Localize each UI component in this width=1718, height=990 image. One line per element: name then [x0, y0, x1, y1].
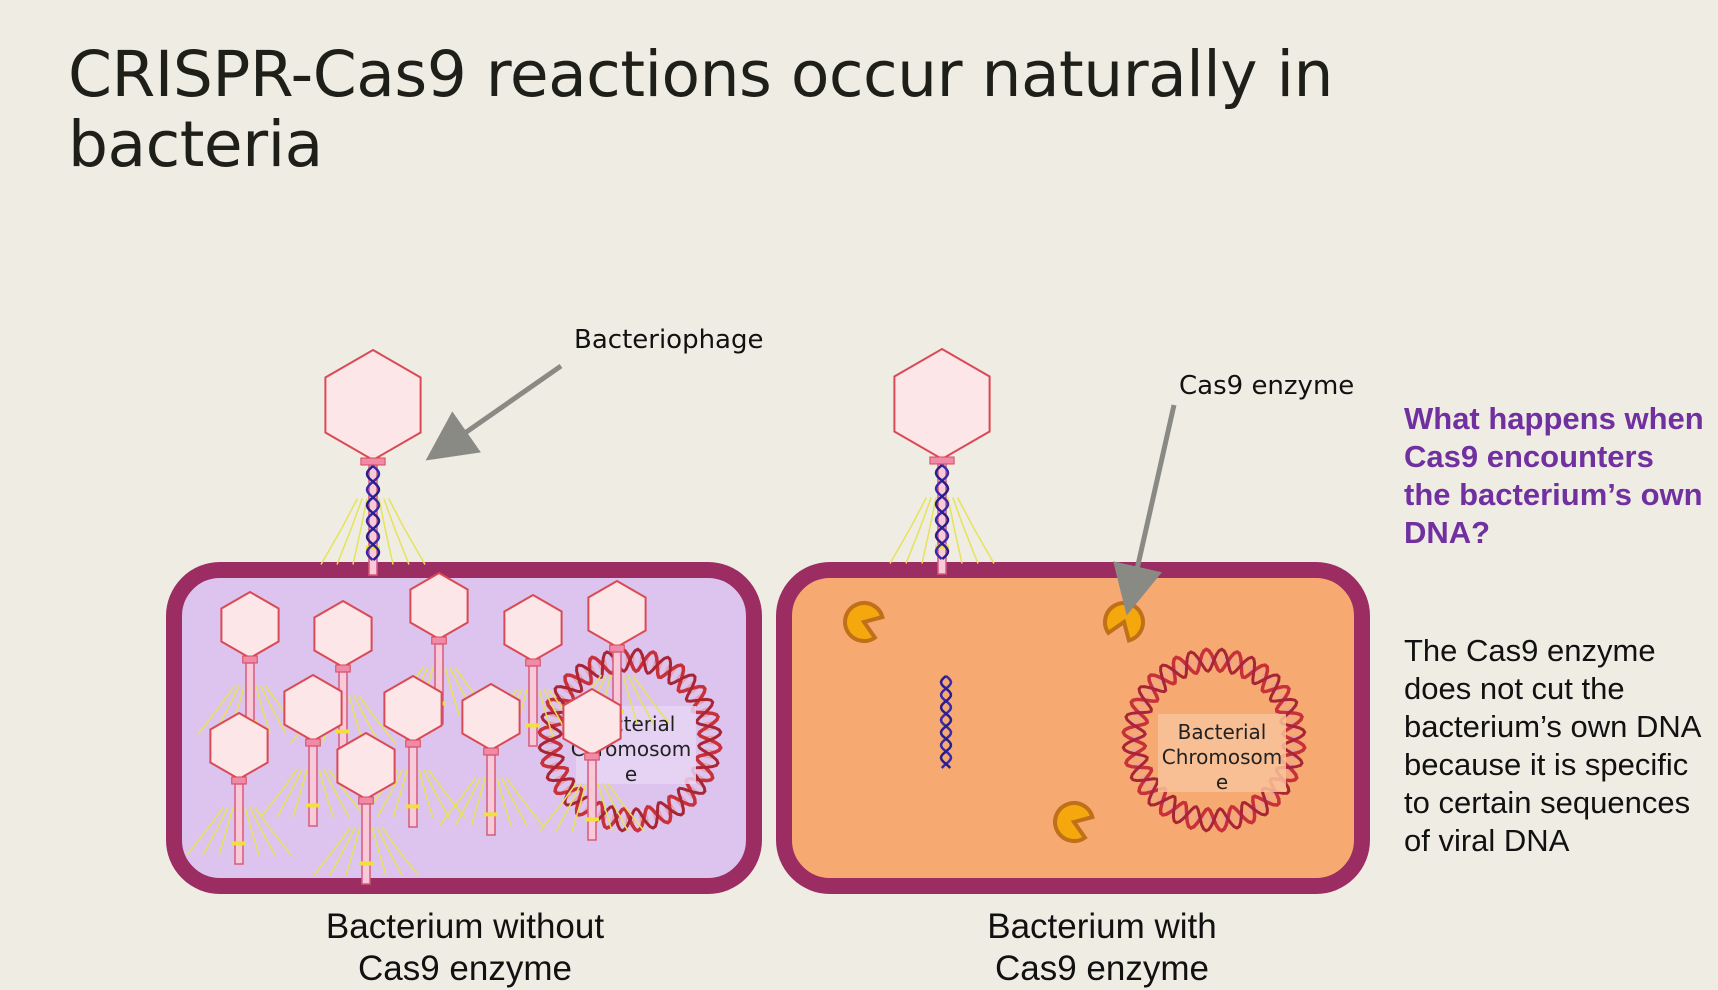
bacteriophage: [260, 673, 366, 827]
bacterium-with-cas9-cell: [776, 562, 1370, 894]
bacterial-chromosome-right: [1121, 647, 1307, 833]
chromosome-label-line3: e: [625, 762, 637, 786]
bacterial-chromosome-left: [537, 647, 723, 833]
bacteriophage: [197, 590, 303, 744]
viral-dna-fragment: [939, 675, 953, 769]
bacteriophage-label: Bacteriophage: [574, 325, 764, 355]
bacteriophage: [360, 674, 466, 828]
bacteriophage: [889, 347, 995, 575]
chromosome-label-line2: Chromosom: [1162, 745, 1283, 769]
cas9-pointer-arrow: [1113, 404, 1177, 616]
bacteriophage: [539, 687, 645, 841]
bacteriophage: [320, 348, 426, 576]
bacteriophage-pointer-arrow: [425, 363, 563, 461]
cas9-enzyme: [843, 601, 885, 643]
cas9-enzyme-label: Cas9 enzyme: [1179, 371, 1354, 401]
question-text: What happens when Cas9 encounters the ba…: [1404, 401, 1704, 550]
slide-title: CRISPR-Cas9 reactions occur naturally in…: [68, 38, 1333, 181]
bacteriophage: [186, 711, 292, 865]
caption-with-cas9: Bacterium with Cas9 enzyme: [987, 907, 1217, 988]
bacteriophage: [438, 682, 544, 836]
cas9-enzyme: [1053, 801, 1095, 843]
bacteriophage: [313, 731, 419, 885]
chromosome-label-right: Bacterial Chromosom e: [1158, 714, 1286, 794]
chromosome-label-line1: Bacterial: [1178, 720, 1267, 744]
chromosome-label-line3: e: [1216, 770, 1228, 794]
caption-without-cas9: Bacterium without Cas9 enzyme: [325, 907, 605, 988]
answer-text: The Cas9 enzyme does not cut the bacteri…: [1404, 633, 1700, 858]
